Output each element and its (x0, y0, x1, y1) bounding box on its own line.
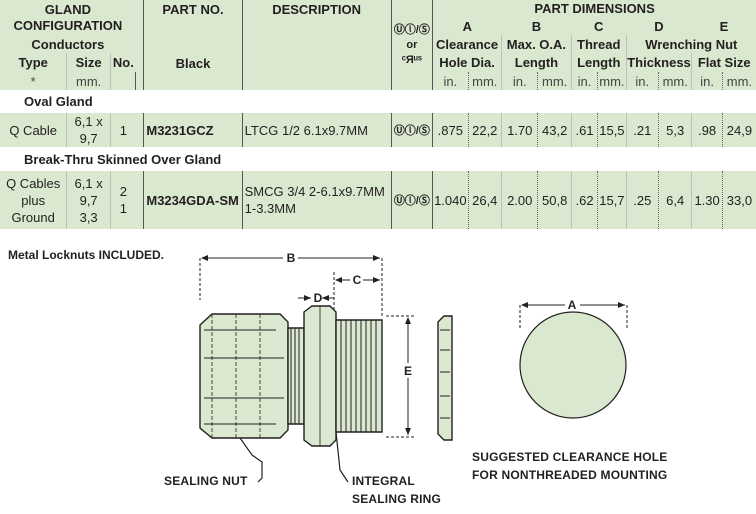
gland-body (199, 305, 453, 447)
part-color-header: Black (175, 56, 211, 71)
cell-ul-csa-icon: Ⓤⓛ/Ⓢ (391, 113, 434, 147)
cell-b-mm: 43,2 (537, 113, 572, 147)
cell-no: 1 (110, 113, 136, 147)
integral-label-1: INTEGRAL (352, 474, 415, 488)
cell-d-in: .25 (626, 171, 660, 229)
unit-b-in: in. (501, 72, 539, 90)
table-row: Q Cable 6,1 x 9,7 1 M3231GCZ LTCG 1/2 6.… (0, 113, 756, 147)
label-b: B (287, 251, 296, 265)
cell-b-in: 1.70 (501, 113, 539, 147)
dim-a-letter: A (432, 17, 502, 35)
dim-a-name2: Hole Dia. (432, 53, 502, 72)
unit-b-mm: mm. (537, 72, 572, 90)
suggested-label-2: FOR NONTHREADED MOUNTING (472, 468, 668, 482)
cell-a-in: 1.040 (432, 171, 469, 229)
part-no-header: PART NO. (162, 2, 224, 17)
cell-a-in: .875 (432, 113, 469, 147)
unit-a-in: in. (432, 72, 469, 90)
cell-ul-csa-icon: Ⓤⓛ/Ⓢ (391, 171, 434, 229)
leader-lines (239, 431, 349, 483)
dim-b-name1: Max. O.A. (501, 35, 572, 53)
dim-a-name1: Clearance (432, 35, 502, 53)
type-header: Type (0, 53, 68, 72)
c-ru-us-icon: ᶜЯᵘˢ (401, 53, 422, 66)
cell-d-in: .21 (626, 113, 660, 147)
label-a: A (568, 298, 577, 312)
cell-c-in: .62 (571, 171, 599, 229)
dimension-d: D (298, 291, 334, 305)
unit-e-in: in. (691, 72, 723, 90)
dim-c-name1: Thread (571, 35, 627, 53)
part-dimensions-header: PART DIMENSIONS (432, 0, 756, 17)
dim-e-letter: E (691, 17, 756, 35)
conductors-header: Conductors (0, 35, 136, 53)
cell-part-no: M3231GCZ (143, 113, 243, 147)
cell-c-mm: 15,5 (597, 113, 627, 147)
cell-part-no: M3234GDA-SM (143, 171, 243, 229)
approval-or: or (406, 38, 418, 51)
type-note: * (0, 72, 68, 90)
label-d: D (314, 291, 323, 305)
cell-e-mm: 33,0 (722, 171, 756, 229)
section-break-thru: Break-Thru Skinned Over Gland (0, 147, 756, 171)
unit-d-in: in. (626, 72, 660, 90)
cell-c-in: .61 (571, 113, 599, 147)
label-e: E (404, 364, 412, 378)
unit-e-mm: mm. (722, 72, 756, 90)
size-header: Size (66, 53, 111, 72)
cell-d-mm: 6,4 (658, 171, 693, 229)
cell-b-in: 2.00 (501, 171, 539, 229)
cell-e-in: 1.30 (691, 171, 723, 229)
dim-b-letter: B (501, 17, 572, 35)
suggested-label-1: SUGGESTED CLEARANCE HOLE (472, 450, 668, 464)
dim-d-name2: Thickness (626, 53, 693, 72)
unit-c-mm: mm. (597, 72, 627, 90)
cell-size: 6,1 x 9,7 (66, 113, 111, 147)
sealing-nut-label: SEALING NUT (164, 474, 248, 488)
cell-e-mm: 24,9 (722, 113, 756, 147)
section-oval-gland: Oval Gland (0, 90, 756, 113)
cell-a-mm: 26,4 (468, 171, 502, 229)
dim-c-name2: Length (571, 53, 627, 72)
dim-d-letter: D (626, 17, 692, 35)
cell-b-mm: 50,8 (537, 171, 572, 229)
spec-table: GLAND CONFIGURATION PART NO. Black DESCR… (0, 0, 756, 229)
approval-header: Ⓤⓛ/Ⓢ or ᶜЯᵘˢ (391, 0, 434, 90)
clearance-hole: A (519, 298, 628, 419)
dim-c-letter: C (571, 17, 627, 35)
dim-b-name2: Length (501, 53, 572, 72)
cell-type: Q Cable (0, 113, 68, 147)
locknut-note: Metal Locknuts INCLUDED. (8, 248, 165, 262)
dim-e-name2: Flat Size (691, 53, 756, 72)
integral-label-2: SEALING RING (352, 492, 442, 506)
no-header: No. (110, 53, 136, 72)
unit-a-mm: mm. (468, 72, 502, 90)
unit-d-mm: mm. (658, 72, 693, 90)
label-c: C (353, 273, 362, 287)
cell-c-mm: 15,7 (597, 171, 627, 229)
description-header: DESCRIPTION (242, 0, 392, 90)
dimension-c: C (333, 272, 380, 322)
cell-description: LTCG 1/2 6.1x9.7MM (242, 113, 392, 147)
size-unit: mm. (66, 72, 111, 90)
unit-c-in: in. (571, 72, 599, 90)
cell-d-mm: 5,3 (658, 113, 693, 147)
gland-configuration-header: GLAND CONFIGURATION (0, 0, 136, 35)
dimension-e: E (386, 315, 414, 438)
hole-circle (519, 311, 627, 419)
cell-e-in: .98 (691, 113, 723, 147)
cell-a-mm: 22,2 (468, 113, 502, 147)
dim-de-name1: Wrenching Nut (626, 35, 756, 53)
dimension-b: B (199, 251, 383, 318)
ul-csa-icon: Ⓤⓛ/Ⓢ (393, 23, 430, 36)
